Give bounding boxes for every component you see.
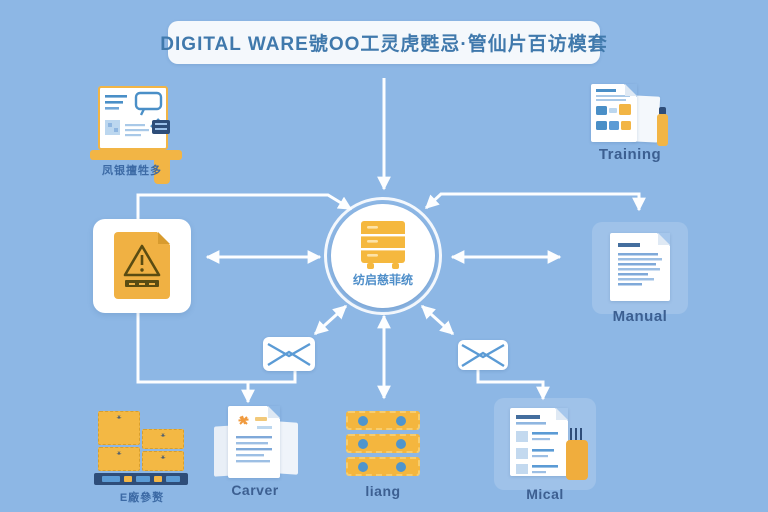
page-title: DIGITAL WARE號OO工灵虎甦忌·管仙片百访模套 <box>160 34 608 55</box>
node-training: Training <box>585 82 679 166</box>
checklist-graphics <box>516 415 558 474</box>
stand-leg-icon <box>154 160 170 184</box>
rack-bar <box>346 411 420 430</box>
envelope-left-graphics <box>267 342 311 367</box>
pallet-base-icon <box>94 473 188 485</box>
box-icon: ⚹ <box>142 429 184 449</box>
presentation-board-icon <box>98 86 168 150</box>
node-warning <box>93 219 191 313</box>
presentation-label: 凤银擅牲多 <box>102 165 162 177</box>
hub-label: 纺启慈菲统 <box>352 273 413 287</box>
envelope-right-graphics <box>461 343 505 368</box>
carver-label: Carver <box>231 482 279 498</box>
pen-clip-icon <box>580 428 582 440</box>
mical-label: Mical <box>526 486 564 502</box>
training-label: Training <box>598 146 662 163</box>
envelope-icon <box>263 337 315 371</box>
training-documents-icon <box>591 84 637 142</box>
filing-cabinet-icon <box>361 221 405 269</box>
rack-bar <box>346 457 420 476</box>
arrow-hub-to-left-envelope <box>313 304 348 336</box>
marker-cap-icon <box>659 107 666 115</box>
pen-clip-icon <box>570 428 572 440</box>
node-carver: Carver <box>210 402 300 498</box>
presentation-board-graphics <box>105 91 163 137</box>
training-page-graphics <box>596 89 631 130</box>
envelope-icon <box>458 340 508 370</box>
rack-bar <box>346 434 420 453</box>
node-pallet: ⚹ ⚹ ⚹ ⚹ E廠參赘 <box>92 405 192 505</box>
node-presentation: 凤银擅牲多 <box>88 84 188 188</box>
manual-page-graphics <box>618 243 662 286</box>
pen-clip-icon <box>575 428 577 440</box>
title-banner: DIGITAL WARE號OO工灵虎甦忌·管仙片百访模套 <box>160 21 607 64</box>
liang-label: liang <box>365 483 401 499</box>
easel-stand-icon <box>90 150 182 160</box>
node-liang: liang <box>342 405 424 501</box>
remote-device-icon <box>152 120 170 134</box>
arrow-hub-to-right-envelope <box>420 304 455 336</box>
arrow-hub-manual-over-top <box>424 192 646 212</box>
hub-outer-ring <box>324 197 442 315</box>
marker-pen-icon <box>657 114 668 146</box>
warning-document-icon <box>114 232 170 299</box>
highlighter-icon <box>566 440 588 480</box>
node-mical: Mical <box>494 398 602 506</box>
warning-graphics <box>123 244 161 287</box>
arrow-warning-top-to-hub <box>136 193 353 219</box>
hub-node: 纺启慈菲统 <box>324 197 442 315</box>
checklist-document-icon <box>510 408 568 476</box>
pallet-label: E廠參赘 <box>119 492 165 504</box>
box-icon: ⚹ <box>142 451 184 471</box>
box-icon: ⚹ <box>98 411 140 445</box>
arrow-right-envelope-to-mical <box>476 368 550 401</box>
node-manual: Manual <box>592 222 688 330</box>
manual-label: Manual <box>612 308 668 325</box>
brochure-graphics <box>236 415 272 463</box>
box-icon: ⚹ <box>98 447 140 471</box>
brochure-document-icon <box>228 406 280 478</box>
manual-document-icon <box>610 233 670 301</box>
line-left-envelope-bus <box>136 313 297 384</box>
